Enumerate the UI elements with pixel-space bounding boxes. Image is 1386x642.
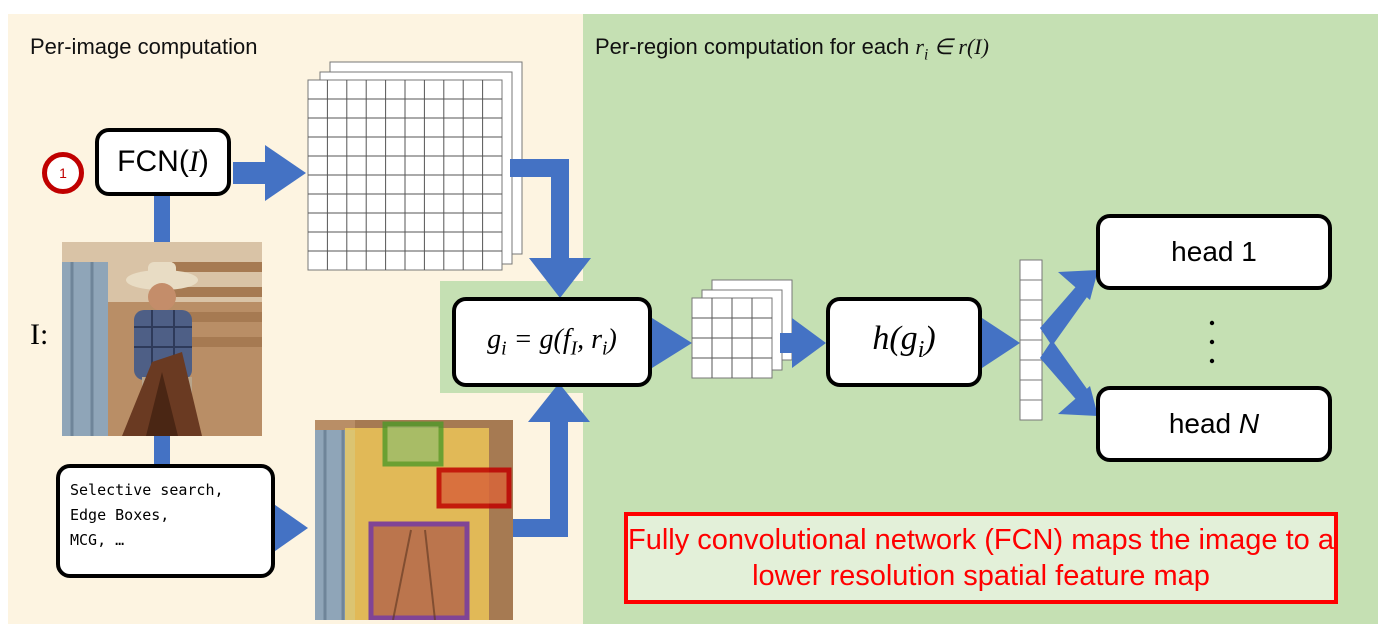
heads-ellipsis: [1209, 320, 1215, 364]
head-1-label: head 1: [1171, 236, 1257, 267]
regionfeature-to-h-arrow: [780, 318, 826, 368]
region-feature-stack: [691, 279, 793, 379]
head-n-label: head N: [1168, 408, 1260, 439]
featuremap-to-g-arrow: [510, 159, 591, 298]
per-image-title: Per-image computation: [30, 34, 258, 59]
regions-to-g-arrow: [490, 383, 590, 537]
head-n-box: head N: [1096, 386, 1332, 462]
feature-map-stack: [307, 61, 523, 271]
proposal-method: Selective search,: [70, 481, 224, 499]
proposals-to-regions-arrow: [268, 500, 308, 556]
g-to-regionfeature-arrow: [652, 318, 692, 368]
h-to-vector-arrow: [982, 318, 1020, 368]
fcn-to-featuremap-arrow: [233, 145, 306, 201]
vector-to-heads-arrows: [1040, 270, 1098, 416]
g-pooling-box: gi = g(fI, ri): [452, 297, 652, 387]
fcn-explanation-note: Fully convolutional network (FCN) maps t…: [624, 512, 1338, 604]
proposal-method: Edge Boxes,: [70, 505, 170, 524]
fcn-image-connector: [154, 194, 170, 244]
region-proposal-photo: [315, 420, 513, 620]
input-photo: [62, 242, 262, 436]
h-box: h(gi): [826, 297, 982, 387]
per-region-title: Per-region computation for each ri ∈ r(I…: [595, 34, 989, 64]
region-proposals-box: Selective search, Edge Boxes, MCG, …: [56, 464, 275, 578]
step-number-badge: 1: [42, 152, 84, 194]
image-proposals-connector: [154, 436, 170, 466]
head-1-box: head 1: [1096, 214, 1332, 290]
proposal-method: MCG, …: [70, 530, 125, 549]
image-label: I:: [30, 318, 49, 351]
fcn-box: FCN(I): [95, 128, 231, 196]
